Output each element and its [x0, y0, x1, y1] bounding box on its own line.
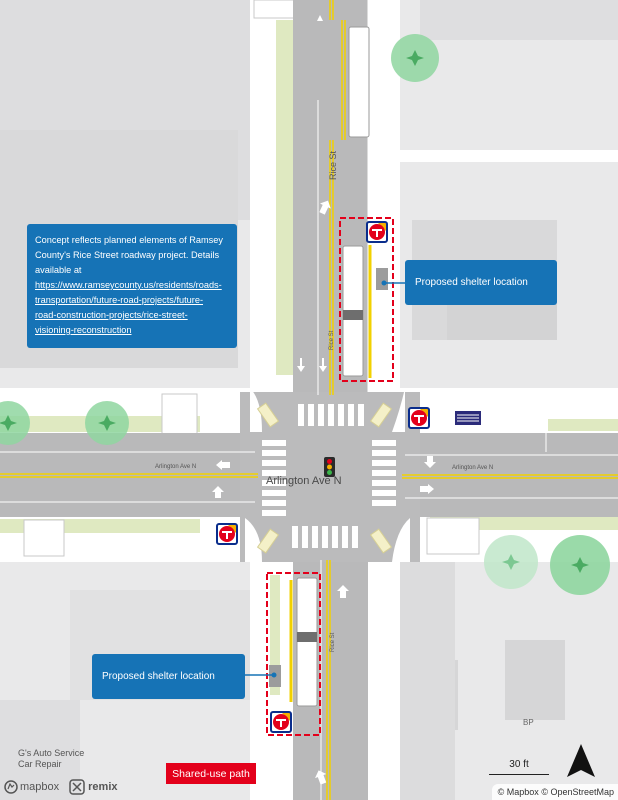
project-link[interactable]: visioning-reconstruction	[35, 325, 132, 335]
street-label-rice-st-stop: Rice St	[329, 330, 335, 350]
callout-label: Proposed shelter location	[415, 277, 528, 288]
note-line: available at	[35, 265, 82, 275]
proposed-shelter-callout-south: Proposed shelter location	[92, 654, 245, 699]
project-link[interactable]: https://www.ramseycounty.us/residents/ro…	[35, 280, 222, 290]
poi-auto-service: G's Auto Service Car Repair	[18, 748, 108, 770]
bus-north-1	[348, 26, 370, 138]
attribution-osm[interactable]: © OpenStreetMap	[541, 787, 614, 797]
tree-icon	[85, 401, 129, 445]
note-line: Concept reflects planned elements of Ram…	[35, 235, 223, 245]
crosswalk-west	[262, 440, 286, 516]
legend-label: Shared-use path	[172, 767, 250, 780]
curb-ramps	[256, 402, 393, 554]
poi-name: G's Auto Service	[18, 748, 85, 758]
project-link[interactable]: road-construction-projects/rice-street-	[35, 310, 188, 320]
north-arrow-icon	[567, 744, 595, 777]
project-link[interactable]: transportation/future-road-projects/futu…	[35, 295, 204, 305]
tree-icon	[484, 535, 538, 589]
project-note-callout: Concept reflects planned elements of Ram…	[27, 224, 237, 348]
lane-arrows	[212, 15, 436, 785]
street-label-rice-st: Rice St	[328, 150, 338, 180]
poi-category: Car Repair	[18, 759, 62, 769]
scale-line	[489, 774, 549, 775]
callout-label: Proposed shelter location	[102, 671, 215, 682]
crosswalk-north	[298, 404, 364, 426]
bike-rack-icon	[455, 411, 481, 425]
arlington-ave-lane-lines	[0, 433, 618, 503]
remix-logo-icon	[69, 779, 85, 795]
street-label-arlington-west: Arlington Ave N	[155, 464, 196, 470]
traffic-signal-icon	[324, 457, 335, 477]
metro-transit-stop-southwest[interactable]	[216, 523, 238, 545]
tree-icon	[0, 401, 30, 445]
street-label-arlington-main: Arlington Ave N	[266, 475, 342, 487]
planting-strips	[0, 20, 618, 695]
bus-platforms	[269, 240, 388, 705]
metro-transit-stop-north[interactable]	[366, 221, 388, 243]
mapbox-logo[interactable]: mapbox	[4, 780, 59, 794]
corner-curbs	[245, 388, 410, 562]
crosswalks	[262, 404, 396, 548]
shelter-marker-north	[376, 268, 388, 290]
crosswalk-east	[372, 440, 396, 506]
bus-north-2	[342, 245, 364, 377]
street-label-rice-st-south: Rice St	[330, 632, 336, 652]
shared-use-path-legend: Shared-use path	[166, 763, 256, 784]
callout-leaders	[245, 280, 405, 678]
poi-bp: BP	[523, 718, 534, 727]
mapbox-wordmark: mapbox	[20, 781, 60, 793]
buses	[296, 26, 370, 707]
metro-transit-stop-northeast[interactable]	[408, 407, 430, 429]
tree-icon	[550, 535, 610, 595]
branding: mapbox remix	[4, 778, 118, 796]
map-attribution: © Mapbox © OpenStreetMap	[491, 784, 618, 800]
bus-south	[296, 577, 318, 707]
crosswalk-south	[292, 526, 358, 548]
metro-transit-stop-south[interactable]	[270, 711, 292, 733]
note-line: County's Rice Street roadway project. De…	[35, 250, 220, 260]
scale-label: 30 ft	[509, 759, 529, 770]
street-label-arlington-east: Arlington Ave N	[452, 465, 493, 471]
trees	[0, 34, 610, 595]
mapbox-logo-icon	[4, 780, 18, 794]
tree-icon	[391, 34, 439, 82]
attribution-mapbox[interactable]: © Mapbox	[497, 787, 539, 797]
remix-logo[interactable]: remix	[69, 779, 118, 795]
proposed-shelter-callout-north: Proposed shelter location	[405, 260, 557, 305]
remix-wordmark: remix	[88, 781, 118, 793]
scale-bar: 30 ft	[489, 757, 549, 777]
